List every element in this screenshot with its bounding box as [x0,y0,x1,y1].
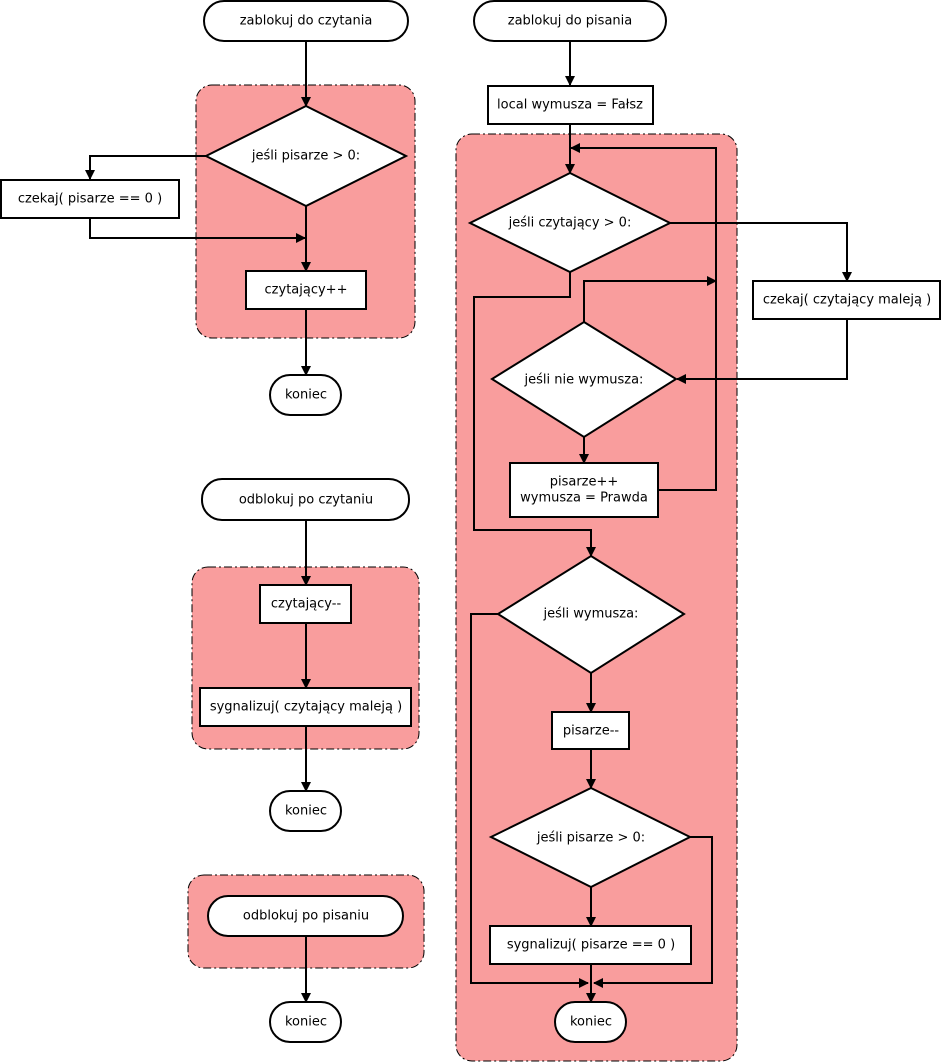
node-label: odblokuj po pisaniu [243,909,369,924]
node-label: odblokuj po czytaniu [239,493,373,508]
edge-if-writers-bypass [593,836,713,988]
node-label: local wymusza = Fałsz [497,98,643,113]
edge-if-forces-bypass [470,613,589,988]
edge-if-to-wait-writers [85,155,206,180]
node-label: jeśli pisarze > 0: [251,149,360,164]
node-label: zablokuj do czytania [240,14,373,29]
edge-if-readers-to-wait [670,222,852,282]
node-lock-read-start: zablokuj do czytania [203,0,409,42]
node-label: czytający++ [265,283,348,298]
node-readers-dec: czytający-- [259,584,352,624]
edge-if-not-forces-loop [583,276,717,322]
edge-wait-writers-to-merge [89,218,306,243]
node-label: koniec [285,804,327,819]
edges [85,41,852,1003]
node-label: zablokuj do pisania [508,14,632,29]
node-label: jeśli nie wymusza: [524,373,644,388]
node-writers-inc: pisarze++ wymusza = Prawda [509,462,659,518]
node-unlock-read-start: odblokuj po czytaniu [201,478,410,521]
node-wait-writers-zero: czekaj( pisarze == 0 ) [0,179,180,219]
node-end-unlock-write: koniec [269,1001,342,1043]
node-label-line1: pisarze++ [550,475,619,490]
node-end-unlock-read: koniec [269,790,342,832]
node-wait-readers-dec: czekaj( czytający maleją ) [752,280,941,320]
node-label: jeśli czytający > 0: [508,216,632,231]
node-signal-readers-dec: sygnalizuj( czytający maleją ) [199,687,412,727]
node-label: koniec [285,388,327,403]
node-if-readers-gt0: jeśli czytający > 0: [467,171,673,274]
edge-writers-inc-loop-back [570,143,717,491]
node-local-forces: local wymusza = Fałsz [487,85,654,125]
node-if-writers-gt0-read: jeśli pisarze > 0: [203,104,409,208]
node-label: jeśli pisarze > 0: [536,831,645,846]
node-unlock-write-start: odblokuj po pisaniu [207,895,404,937]
node-label: sygnalizuj( pisarze == 0 ) [507,938,675,953]
node-if-writers-gt0-write: jeśli pisarze > 0: [488,786,693,889]
node-label: jeśli wymusza: [543,607,639,622]
node-end-lock-write: koniec [554,1001,627,1043]
node-label: pisarze-- [563,724,619,739]
node-label: czekaj( pisarze == 0 ) [18,192,162,207]
node-writers-dec: pisarze-- [551,711,630,750]
node-label: koniec [570,1015,612,1030]
node-label: sygnalizuj( czytający maleją ) [210,700,402,715]
edge-wait-to-if-not-forces [676,320,848,384]
node-readers-inc: czytający++ [245,270,367,310]
node-label: koniec [285,1015,327,1030]
node-label: czytający-- [271,597,342,612]
node-if-forces: jeśli wymusza: [496,554,686,675]
node-signal-writers-zero: sygnalizuj( pisarze == 0 ) [489,925,692,965]
node-lock-write-start: zablokuj do pisania [473,0,667,42]
node-if-not-forces: jeśli nie wymusza: [490,320,678,439]
node-end-lock-read: koniec [269,374,342,416]
node-label: czekaj( czytający maleją ) [763,293,931,308]
node-label-line2: wymusza = Prawda [520,491,648,506]
edge-if-readers-to-if-forces [473,272,596,557]
